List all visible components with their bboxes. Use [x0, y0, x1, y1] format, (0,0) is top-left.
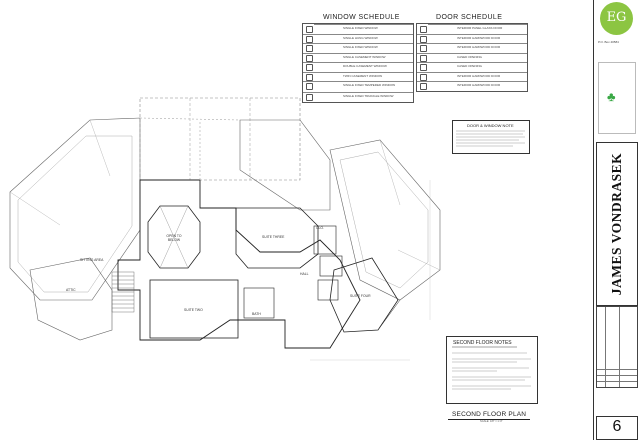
- window-symbol-icon: [306, 83, 313, 90]
- schedule-row: SINGLE HUNG WINDOW: [303, 34, 413, 44]
- owner-name-box: JAMES VONDRASEK: [596, 142, 638, 306]
- plan-title: SECOND FLOOR PLAN: [452, 411, 527, 418]
- room-label-sitting-area: SITTING AREA: [80, 258, 104, 262]
- schedule-row: INTERIOR HARDWOOD DOOR: [417, 72, 527, 82]
- designer-stamp: ♣: [598, 62, 636, 134]
- window-schedule-title: WINDOW SCHEDULE: [323, 14, 400, 21]
- window-symbol-icon: [306, 54, 313, 62]
- door-window-note-title: DOOR & WINDOW NOTE: [467, 123, 514, 128]
- schedule-row: INTERIOR HARDWOOD DOOR: [417, 43, 527, 54]
- window-symbol-icon: [306, 26, 313, 33]
- palm-tree-icon: ♣: [607, 89, 616, 104]
- window-symbol-icon: [306, 45, 313, 52]
- second-floor-notes-box: SECOND FLOOR NOTES: [446, 336, 538, 404]
- window-schedule-table: SINGLE FIXED WINDOW SINGLE HUNG WINDOW S…: [302, 23, 414, 103]
- revision-table: [596, 306, 638, 388]
- address-line-1: P.O. Box 40584: [598, 40, 619, 44]
- schedule-row: SINGLE FIXED TEMPERED WINDOW: [303, 81, 413, 93]
- room-label-suite-two: SUITE TWO: [184, 308, 203, 312]
- door-symbol-icon: [420, 83, 427, 90]
- second-floor-notes-title: SECOND FLOOR NOTES: [453, 340, 512, 346]
- door-symbol-icon: [420, 26, 427, 33]
- schedule-row: DOUBLE CASEMENT WINDOW: [303, 62, 413, 73]
- schedule-row: INTERIOR HARDWOOD DOOR: [417, 81, 527, 91]
- note-text-lines: [452, 346, 531, 390]
- schedule-row: TWIN CASEMENT WINDOW: [303, 72, 413, 82]
- schedule-row: CASED OPENING: [417, 62, 527, 73]
- sheet-number: 6: [612, 418, 622, 435]
- window-symbol-icon: [306, 64, 313, 71]
- window-symbol-icon: [306, 93, 313, 101]
- plan-title-underline: [448, 419, 530, 420]
- door-symbol-icon: [420, 35, 427, 43]
- room-label-suite-four: SUITE FOUR: [350, 294, 371, 298]
- schedule-row: SINGLE FIXED TRIANGLE WINDOW: [303, 92, 413, 102]
- company-logo: EG: [600, 2, 633, 35]
- door-symbol-icon: [420, 64, 427, 71]
- schedule-row: CASED OPENING: [417, 53, 527, 63]
- owner-name: JAMES VONDRASEK: [609, 152, 624, 296]
- door-schedule-table: INTERIOR PANEL GLASS DOOR INTERIOR HARDW…: [416, 23, 528, 92]
- door-symbol-icon: [420, 73, 427, 81]
- schedule-row: SINGLE FIXED WINDOW: [303, 43, 413, 54]
- room-label-bath: BATH: [252, 312, 261, 316]
- door-symbol-icon: [420, 45, 427, 52]
- window-symbol-icon: [306, 73, 313, 81]
- room-label-suite-three: SUITE THREE: [262, 235, 285, 239]
- door-symbol-icon: [420, 54, 427, 62]
- window-symbol-icon: [306, 35, 313, 43]
- schedule-row: SINGLE CASEMENT WINDOW: [303, 53, 413, 63]
- schedule-row: INTERIOR HARDWOOD DOOR: [417, 34, 527, 44]
- door-schedule-title: DOOR SCHEDULE: [436, 14, 503, 21]
- room-label-attic: ATTIC: [66, 288, 76, 292]
- sheet-number-box: 6: [596, 416, 638, 440]
- note-text-lines: [456, 130, 525, 147]
- logo-letters: EG: [606, 10, 627, 25]
- room-label-open-to-below: OPEN TO BELOW: [166, 234, 182, 242]
- room-label-closet: CLO.: [316, 226, 324, 230]
- door-window-note-box: DOOR & WINDOW NOTE: [452, 120, 530, 154]
- schedule-row: SINGLE FIXED WINDOW: [303, 24, 413, 35]
- schedule-row: INTERIOR PANEL GLASS DOOR: [417, 24, 527, 35]
- plan-scale: SCALE: 1/8" = 1'-0": [480, 420, 503, 423]
- room-label-hall: HALL: [300, 272, 309, 276]
- title-block: [593, 0, 640, 440]
